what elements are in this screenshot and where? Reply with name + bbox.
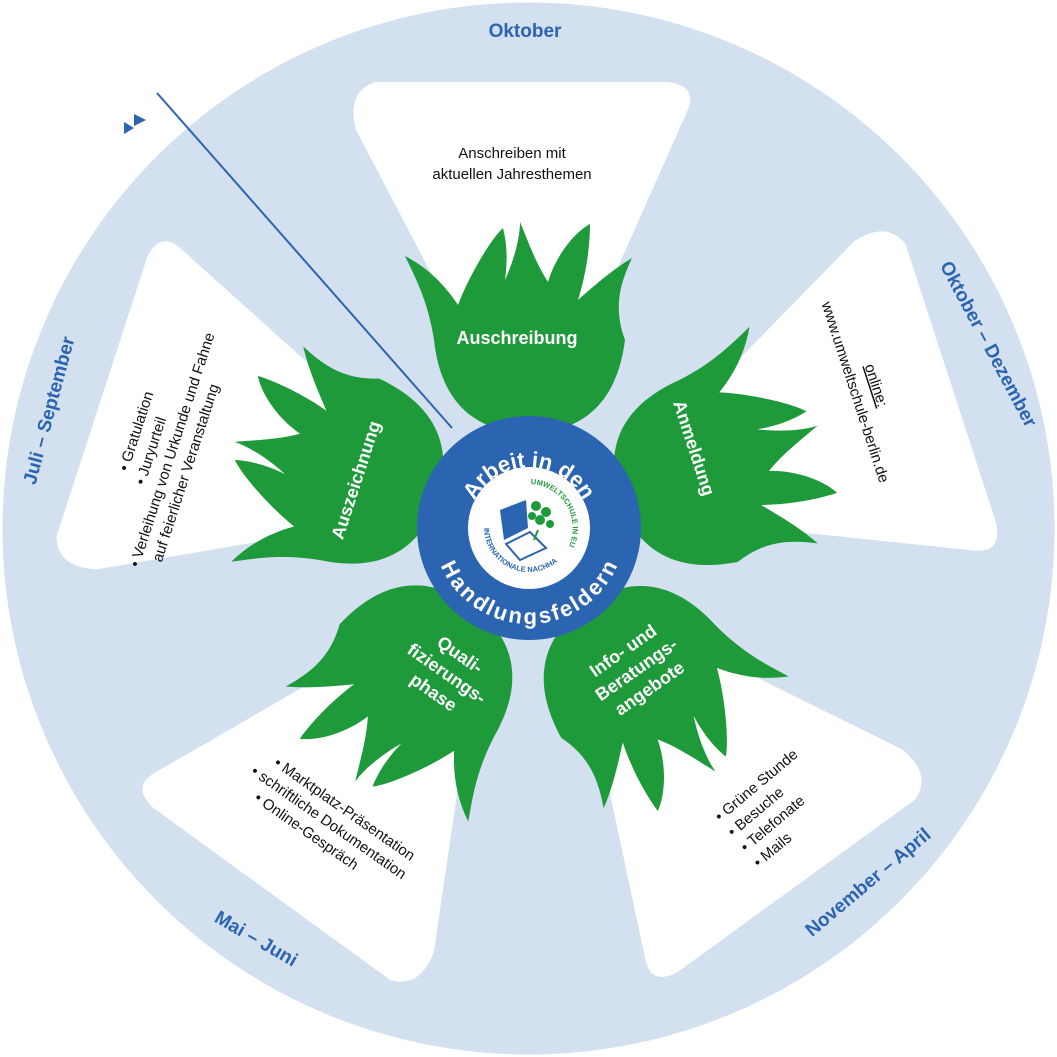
leaf-info bbox=[543, 585, 789, 811]
leaf-quali bbox=[285, 585, 513, 822]
leaf-auszeichnung bbox=[231, 346, 444, 564]
panel-top-text: Anschreiben mit aktuellen Jahresthemen bbox=[432, 145, 591, 183]
leaf-auszeichnung-shape bbox=[231, 346, 444, 564]
leaf-anmeldung bbox=[613, 326, 838, 565]
leaf-auschreibung-shape bbox=[405, 222, 632, 433]
leaf-auschreibung bbox=[405, 222, 632, 433]
leaf-anmeldung-shape bbox=[613, 326, 838, 565]
leaf-quali-shape bbox=[285, 585, 513, 822]
phase-label-auschreibung: Auschreibung bbox=[456, 328, 577, 348]
pointer-line bbox=[156, 92, 453, 429]
panel-top-line1: Anschreiben mit bbox=[458, 145, 566, 162]
month-label-top: Oktober bbox=[489, 21, 562, 42]
double-chevron-icon bbox=[124, 114, 146, 134]
hub-logo-disc bbox=[468, 467, 590, 589]
book-icon bbox=[500, 500, 548, 562]
tree-icon bbox=[528, 501, 554, 541]
panel-top-line2: aktuellen Jahresthemen bbox=[432, 166, 591, 183]
leaf-info-shape bbox=[543, 585, 789, 811]
